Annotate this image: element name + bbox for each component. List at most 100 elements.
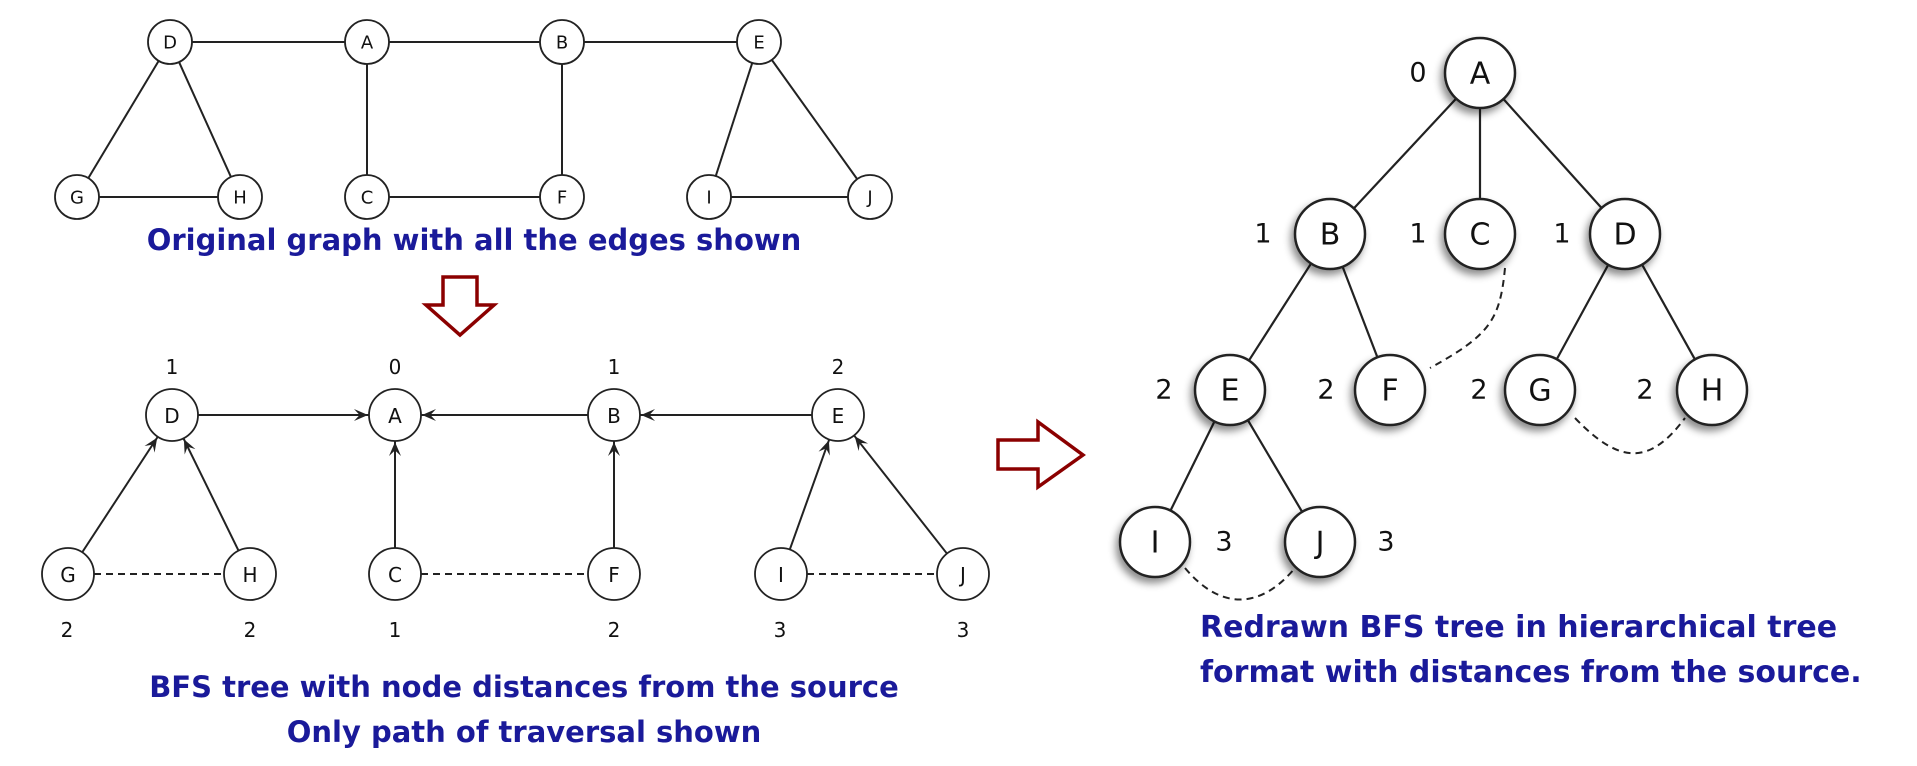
h-node-e-circle bbox=[1193, 353, 1267, 427]
node-i: I bbox=[686, 174, 732, 220]
bfs-node-g-circle bbox=[41, 547, 95, 601]
h-non-tree-edge-i-j bbox=[1184, 567, 1296, 601]
bfs-node-j: J bbox=[936, 547, 990, 601]
h-node-h-circle bbox=[1675, 353, 1749, 427]
h-distance-label-d: 1 bbox=[1553, 219, 1570, 250]
distance-label-j: 3 bbox=[957, 618, 970, 642]
node-a-label: A bbox=[361, 33, 374, 54]
h-node-a: A bbox=[1443, 36, 1517, 110]
bfs-node-a-label: A bbox=[388, 404, 402, 428]
bfs-node-b-label: B bbox=[607, 404, 621, 428]
h-distance-label-c: 1 bbox=[1409, 219, 1426, 250]
hierarchical-tree-edges bbox=[1169, 97, 1696, 601]
node-g: G bbox=[54, 174, 100, 220]
h-node-h-label: H bbox=[1701, 374, 1724, 409]
h-distance-label-j: 3 bbox=[1377, 527, 1394, 558]
h-non-tree-edge-g-h bbox=[1574, 417, 1686, 455]
h-tree-edge-e-i bbox=[1169, 420, 1216, 512]
distance-label-i: 3 bbox=[774, 618, 787, 642]
h-node-j-circle bbox=[1283, 505, 1357, 579]
node-c-label: C bbox=[361, 188, 374, 209]
tree-edge-j-e-arrowhead bbox=[854, 436, 869, 451]
edge-d-h bbox=[178, 61, 232, 178]
distance-label-h: 2 bbox=[244, 618, 257, 642]
h-distance-label-f: 2 bbox=[1317, 375, 1334, 406]
node-i-circle bbox=[686, 174, 732, 220]
bfs-node-f: F bbox=[587, 547, 641, 601]
h-distance-label-i: 3 bbox=[1215, 527, 1232, 558]
h-node-b-circle bbox=[1293, 197, 1367, 271]
bfs-tree-caption-line2: Only path of traversal shown bbox=[287, 715, 762, 749]
h-node-g: G bbox=[1503, 353, 1577, 427]
h-non-tree-edge-c-f bbox=[1429, 267, 1506, 369]
h-tree-edge-a-b bbox=[1353, 97, 1457, 210]
bfs-node-d-label: D bbox=[164, 404, 179, 428]
distance-label-d: 1 bbox=[166, 355, 179, 379]
h-node-d-label: D bbox=[1613, 218, 1636, 253]
h-distance-label-a: 0 bbox=[1409, 58, 1426, 89]
redrawn-tree-caption-line2: format with distances from the source. bbox=[1200, 655, 1862, 690]
h-node-i-label: I bbox=[1151, 526, 1160, 561]
h-node-d-circle bbox=[1588, 197, 1662, 271]
tree-edge-f-b-arrowhead bbox=[608, 442, 620, 456]
node-d: D bbox=[147, 19, 193, 65]
h-node-a-circle bbox=[1443, 36, 1517, 110]
original-graph: D A B E G H C F I J bbox=[54, 19, 893, 220]
edge-e-i bbox=[714, 62, 754, 177]
node-g-circle bbox=[54, 174, 100, 220]
h-node-f-label: F bbox=[1381, 374, 1398, 409]
h-node-f: F bbox=[1353, 353, 1427, 427]
node-e-circle bbox=[736, 19, 782, 65]
node-f-circle bbox=[539, 174, 585, 220]
h-distance-label-h: 2 bbox=[1636, 375, 1653, 406]
h-node-j: J bbox=[1283, 505, 1357, 579]
bfs-node-j-label: J bbox=[958, 563, 966, 587]
h-node-d: D bbox=[1588, 197, 1662, 271]
h-node-b-label: B bbox=[1320, 218, 1341, 253]
tree-edge-i-e-arrowhead bbox=[818, 440, 830, 456]
tree-edge-b-a-arrowhead bbox=[422, 409, 436, 421]
h-node-a-label: A bbox=[1470, 57, 1491, 92]
bfs-node-e-circle bbox=[811, 388, 865, 442]
tree-edge-h-d-arrowhead bbox=[183, 439, 196, 455]
node-b: B bbox=[539, 19, 585, 65]
node-j-label: J bbox=[866, 188, 872, 209]
h-node-j-label: J bbox=[1314, 526, 1325, 561]
node-d-circle bbox=[147, 19, 193, 65]
node-j-circle bbox=[847, 174, 893, 220]
h-distance-label-g: 2 bbox=[1470, 375, 1487, 406]
node-d-label: D bbox=[163, 33, 177, 54]
bfs-node-h-label: H bbox=[242, 563, 257, 587]
bfs-node-b-circle bbox=[587, 388, 641, 442]
h-tree-edge-e-j bbox=[1246, 419, 1304, 513]
node-j: J bbox=[847, 174, 893, 220]
bfs-node-i: I bbox=[754, 547, 808, 601]
node-e-label: E bbox=[753, 33, 764, 54]
h-node-i-circle bbox=[1118, 505, 1192, 579]
tree-edge-c-a-arrowhead bbox=[389, 442, 401, 456]
node-f-label: F bbox=[557, 188, 567, 209]
tree-edge-h-d bbox=[182, 437, 240, 552]
tree-edge-e-b-arrowhead bbox=[641, 409, 655, 421]
original-graph-caption: Original graph with all the edges shown bbox=[147, 223, 802, 257]
node-c: C bbox=[344, 174, 390, 220]
bfs-node-i-circle bbox=[754, 547, 808, 601]
node-h: H bbox=[217, 174, 263, 220]
node-a-circle bbox=[344, 19, 390, 65]
h-tree-edge-a-d bbox=[1502, 98, 1603, 209]
tree-edge-d-a-arrowhead bbox=[354, 409, 368, 421]
node-i-label: I bbox=[706, 188, 711, 209]
node-g-label: G bbox=[70, 188, 84, 209]
distance-label-g: 2 bbox=[61, 618, 74, 642]
bfs-node-c-circle bbox=[368, 547, 422, 601]
down-arrow-icon bbox=[421, 275, 499, 338]
tree-edge-j-e bbox=[853, 434, 948, 555]
h-node-c-label: C bbox=[1470, 218, 1491, 253]
h-node-c: C bbox=[1443, 197, 1517, 271]
h-tree-edge-b-e bbox=[1247, 262, 1313, 362]
redrawn-tree-caption-line1: Redrawn BFS tree in hierarchical tree bbox=[1200, 610, 1837, 645]
node-b-label: B bbox=[556, 33, 568, 54]
